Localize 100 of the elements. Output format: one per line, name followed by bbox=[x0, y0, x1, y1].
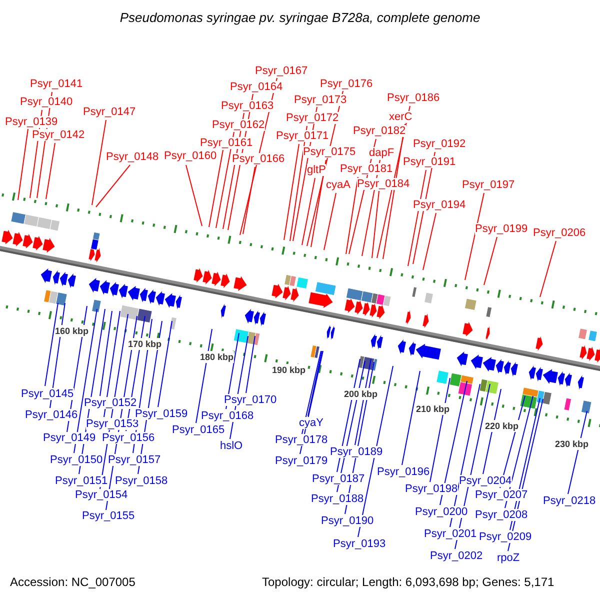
gene-label: Psyr_0206 bbox=[533, 227, 586, 239]
gene-label: Psyr_0197 bbox=[462, 179, 515, 191]
gene-label: Psyr_0199 bbox=[475, 223, 528, 235]
leader-line bbox=[96, 164, 130, 208]
leader-line bbox=[372, 190, 380, 258]
leader-line bbox=[290, 126, 308, 242]
leader-line bbox=[484, 236, 498, 286]
gene-label: Psyr_0186 bbox=[387, 92, 440, 104]
leader-line bbox=[100, 310, 112, 396]
gene-label: Psyr_0151 bbox=[55, 475, 108, 487]
gene-label: Psyr_0207 bbox=[475, 489, 528, 501]
gene-label: Psyr_0167 bbox=[255, 65, 308, 77]
leader-line bbox=[568, 410, 588, 494]
gene-label: Psyr_0178 bbox=[275, 434, 328, 446]
gene-label: Psyr_0181 bbox=[340, 163, 393, 175]
scale-label: 220 kbp bbox=[485, 420, 519, 432]
gene-label: Psyr_0154 bbox=[75, 489, 128, 501]
gene-label: Psyr_0152 bbox=[84, 397, 137, 409]
scale-label: 180 kbp bbox=[200, 351, 234, 363]
scale-label: 230 kbp bbox=[555, 438, 589, 450]
gene-label: Psyr_0153 bbox=[86, 418, 139, 430]
gene-label: Psyr_0173 bbox=[294, 94, 347, 106]
gene-label: Psyr_0140 bbox=[20, 96, 73, 108]
gene-label: Psyr_0155 bbox=[82, 510, 135, 522]
gene-label: Psyr_0172 bbox=[286, 112, 339, 124]
gene-label: Psyr_0139 bbox=[5, 116, 58, 128]
gene-label: Psyr_0201 bbox=[424, 528, 477, 540]
gene-label: Psyr_0158 bbox=[115, 475, 168, 487]
leader-line bbox=[158, 320, 172, 408]
leader-line bbox=[464, 192, 484, 280]
leader-line bbox=[302, 350, 322, 434]
gene-label: cyaA bbox=[326, 179, 350, 191]
gene-label: Psyr_0196 bbox=[377, 466, 430, 478]
gene-label: hslO bbox=[220, 440, 243, 452]
gene-label: Psyr_0176 bbox=[320, 78, 373, 90]
gene-label: Psyr_0182 bbox=[353, 125, 406, 137]
gene-label: Psyr_0162 bbox=[212, 119, 265, 131]
scale-label: 200 kbp bbox=[344, 388, 378, 400]
gene-label: gltP bbox=[307, 164, 326, 176]
gene-label: Psyr_0208 bbox=[475, 509, 528, 521]
leader-line bbox=[18, 128, 28, 200]
leader-line bbox=[358, 366, 394, 538]
gene-label: Psyr_0156 bbox=[102, 432, 155, 444]
leader-line bbox=[208, 150, 224, 228]
gene-label: Psyr_0218 bbox=[543, 495, 596, 507]
leader-line bbox=[216, 132, 234, 228]
gene-label: Psyr_0159 bbox=[135, 408, 188, 420]
leader-line bbox=[246, 336, 256, 394]
scale-label: 210 kbp bbox=[416, 403, 450, 415]
gene-label: Psyr_0189 bbox=[330, 446, 383, 458]
gene-label: Psyr_0170 bbox=[224, 394, 277, 406]
gene-label: Psyr_0192 bbox=[413, 138, 466, 150]
gene-label: Psyr_0161 bbox=[200, 137, 253, 149]
gene-label: Psyr_0164 bbox=[230, 81, 283, 93]
scale-label: 190 kbp bbox=[272, 364, 306, 376]
leader-line bbox=[242, 166, 256, 234]
gene-label: Psyr_0187 bbox=[312, 473, 365, 485]
leader-line bbox=[104, 310, 120, 418]
leader-line bbox=[44, 302, 58, 386]
gene-label: Psyr_0200 bbox=[415, 506, 468, 518]
gene-label: Psyr_0148 bbox=[106, 151, 159, 163]
gene-label: Psyr_0141 bbox=[30, 78, 83, 90]
gene-label: Psyr_0188 bbox=[311, 493, 364, 505]
gene-label: Psyr_0198 bbox=[405, 483, 458, 495]
leader-line bbox=[186, 164, 202, 226]
gene-label: cyaY bbox=[299, 417, 324, 429]
gene-label: Psyr_0179 bbox=[275, 455, 328, 467]
leader-line bbox=[482, 388, 502, 474]
leader-line bbox=[324, 192, 336, 250]
gene-label: Psyr_0157 bbox=[108, 454, 161, 466]
leader-line bbox=[440, 380, 468, 506]
gene-label: Psyr_0146 bbox=[25, 409, 78, 421]
gene-label: Psyr_0149 bbox=[43, 432, 96, 444]
leader-line bbox=[402, 370, 420, 466]
leader-line bbox=[92, 120, 106, 206]
gene-label: dapF bbox=[369, 147, 394, 159]
leader-line bbox=[422, 212, 436, 270]
gene-label: rpoZ bbox=[497, 552, 520, 564]
gene-label: Psyr_0160 bbox=[164, 150, 217, 162]
leader-line bbox=[302, 178, 316, 246]
gene-label: Psyr_0145 bbox=[21, 388, 74, 400]
footer-text: Topology: circular; Length: 6,093,698 bp; Genes: 5,171 bbox=[262, 576, 554, 588]
leader-line bbox=[430, 378, 450, 482]
gene-label: Psyr_0150 bbox=[50, 454, 103, 466]
leader-line bbox=[310, 160, 326, 248]
scale-label: 160 kbp bbox=[55, 325, 89, 337]
gene-label: Psyr_0168 bbox=[201, 410, 254, 422]
leader-line bbox=[46, 142, 56, 200]
gene-label: Psyr_0166 bbox=[232, 153, 285, 165]
leader-line bbox=[74, 308, 98, 454]
gene-label: Psyr_0194 bbox=[413, 199, 466, 211]
leader-line bbox=[450, 384, 480, 528]
leader-line bbox=[284, 144, 300, 240]
gene-label: Psyr_0163 bbox=[221, 100, 274, 112]
leader-line bbox=[540, 240, 556, 298]
gene-label: Psyr_0190 bbox=[321, 515, 374, 527]
scale-label: 170 kbp bbox=[128, 338, 162, 350]
leader-line bbox=[408, 170, 426, 266]
leader-line bbox=[308, 350, 322, 416]
gene-label: Psyr_0193 bbox=[333, 538, 386, 550]
